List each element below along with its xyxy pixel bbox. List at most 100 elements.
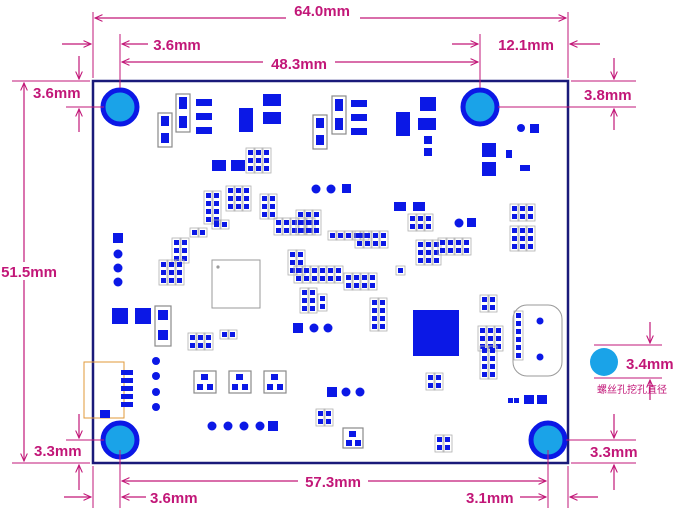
smd-pad: [320, 304, 325, 309]
smd-pad: [290, 252, 295, 257]
smd-pad: [262, 212, 267, 217]
smd-pad: [326, 411, 331, 416]
smd-pad: [516, 345, 521, 350]
smd-pad: [380, 324, 385, 329]
pad-outline: [219, 329, 230, 340]
pad-outline: [299, 287, 310, 314]
smd-pad: [488, 344, 493, 349]
smd-pad: [270, 204, 275, 209]
smd-pad: [214, 209, 219, 214]
smd-pad: [318, 411, 323, 416]
smd-pad: [248, 158, 253, 163]
pad-outline: [509, 203, 520, 222]
smd-pad: [214, 193, 219, 198]
pad-outline: [203, 190, 214, 225]
smd-pad: [174, 240, 179, 245]
smd-pad: [276, 220, 281, 225]
pad-outline: [287, 249, 298, 276]
smd-pad: [314, 212, 319, 217]
smd-pad: [482, 297, 487, 302]
smd-pad: [214, 201, 219, 206]
label-top-left-hole-y: 3.6mm: [33, 85, 81, 102]
smd-pad: [182, 256, 187, 261]
smd-pad: [520, 228, 525, 233]
smd-pad: [445, 437, 450, 442]
smd-pad: [434, 258, 439, 263]
smd-pad: [206, 217, 211, 222]
smd-pad: [528, 236, 533, 241]
smd-pad: [346, 275, 351, 280]
pad-outline: [227, 329, 238, 340]
smd-pad: [410, 224, 415, 229]
smd-pad: [296, 276, 301, 281]
pad-outline: [423, 213, 434, 232]
pad-outline: [225, 185, 236, 212]
smd-pad: [336, 268, 341, 273]
pad-outline: [309, 265, 320, 284]
smd-pad: [292, 228, 297, 233]
smd-pad: [284, 228, 289, 233]
smd-pad: [310, 298, 315, 303]
pad-outline: [525, 203, 536, 222]
pad-outline: [513, 310, 524, 361]
pad-outline: [211, 219, 222, 230]
smd-pad: [357, 233, 362, 238]
smd-pad: [520, 236, 525, 241]
pad-outline: [325, 265, 336, 284]
smd-pad: [418, 242, 423, 247]
smd-pad: [198, 343, 203, 348]
pad-outline: [245, 147, 256, 174]
hole-diameter-legend: [590, 322, 662, 400]
smd-pad: [370, 283, 375, 288]
smd-pad: [206, 201, 211, 206]
pad-outline: [197, 227, 208, 238]
pad-outline: [315, 408, 326, 427]
label-board-width: 64.0mm: [294, 3, 350, 20]
smd-pad: [200, 230, 205, 235]
smd-pad: [244, 204, 249, 209]
smd-pad: [298, 228, 303, 233]
mounting-hole-top-left: [100, 87, 140, 127]
smd-pad: [228, 204, 233, 209]
smd-pad: [410, 216, 415, 221]
smd-pad: [304, 268, 309, 273]
smd-pad: [169, 278, 174, 283]
smd-pad: [161, 262, 166, 267]
mounting-holes: [100, 87, 568, 460]
ic-qfn-outline: [211, 259, 261, 309]
smd-pad: [372, 316, 377, 321]
smd-pad: [490, 364, 495, 369]
smd-pad: [306, 228, 311, 233]
pad-outline: [479, 345, 490, 380]
smd-pad: [496, 344, 501, 349]
pad-outline: [219, 219, 230, 230]
smd-pad: [256, 150, 261, 155]
label-bottom-hole-spacing: 57.3mm: [305, 474, 361, 491]
smd-pad: [528, 214, 533, 219]
pad-outline: [303, 209, 314, 236]
smd-pad: [264, 150, 269, 155]
smd-pad: [516, 329, 521, 334]
smd-pad: [228, 196, 233, 201]
smd-pad: [357, 241, 362, 246]
smd-pad: [354, 233, 359, 238]
smd-pad: [398, 268, 403, 273]
smd-pad: [512, 244, 517, 249]
smd-pad: [440, 240, 445, 245]
smd-pad: [380, 316, 385, 321]
smd-pad: [190, 335, 195, 340]
pad-outline: [253, 147, 264, 174]
smd-pad: [296, 268, 301, 273]
mounting-hole-top-right: [460, 87, 500, 127]
smd-pad: [448, 248, 453, 253]
pad-outline: [195, 332, 206, 351]
smd-pad: [190, 343, 195, 348]
passive-pads: [158, 147, 536, 453]
smd-pad: [328, 268, 333, 273]
smd-pad: [520, 214, 525, 219]
smd-pad: [490, 348, 495, 353]
smd-pad: [314, 220, 319, 225]
smd-pad: [264, 158, 269, 163]
pad-outline: [281, 217, 292, 236]
